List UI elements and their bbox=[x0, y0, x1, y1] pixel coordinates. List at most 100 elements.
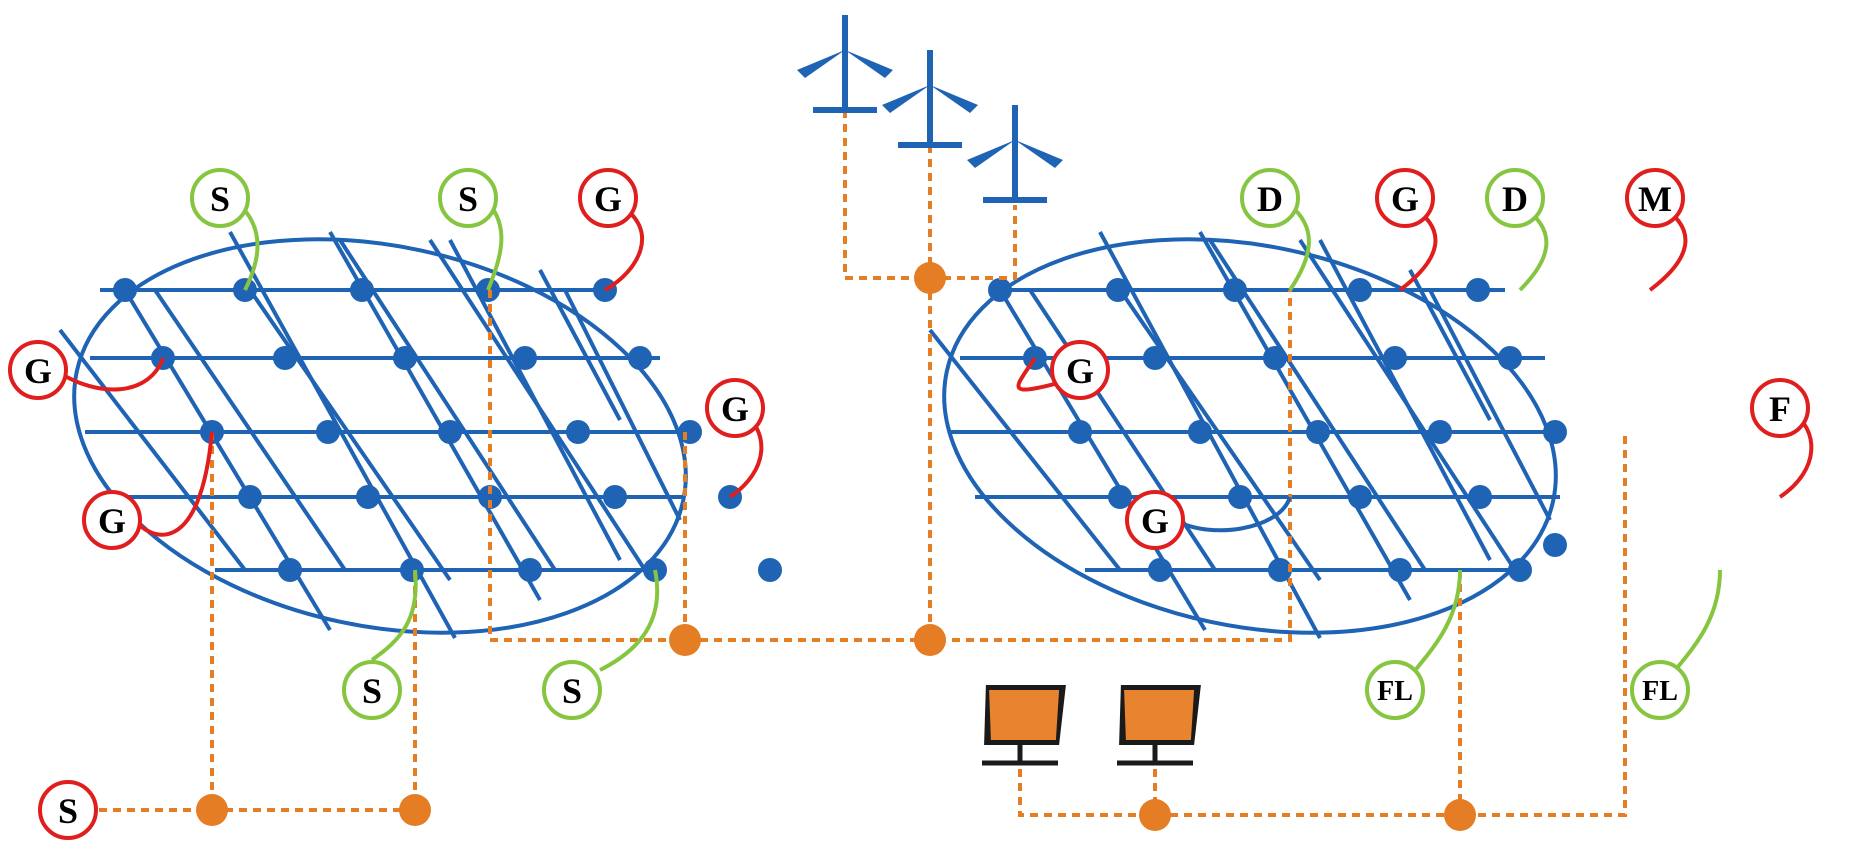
grid-junction bbox=[1388, 558, 1412, 582]
node-label: S bbox=[210, 179, 230, 219]
grid-line bbox=[1298, 238, 1517, 572]
link bbox=[1288, 203, 1311, 292]
node-badge: S bbox=[542, 660, 602, 720]
grid-junction bbox=[393, 346, 417, 370]
node-badge: M bbox=[1625, 168, 1685, 228]
feeder-junctions bbox=[196, 262, 1476, 831]
link bbox=[133, 431, 214, 537]
grid-junction bbox=[1108, 485, 1132, 509]
grid-junction bbox=[518, 558, 542, 582]
node-badge: G bbox=[8, 340, 68, 400]
feeder-junction bbox=[914, 624, 946, 656]
node-label: S bbox=[58, 791, 78, 831]
right-grid-boundary bbox=[942, 237, 1558, 635]
grid-junction bbox=[603, 485, 627, 509]
right-grid-junctions bbox=[988, 278, 1567, 582]
grid-junction bbox=[1143, 346, 1167, 370]
node-label: F bbox=[1769, 389, 1791, 429]
node-labels: S S G G G G S S bbox=[8, 168, 1810, 840]
node-label: D bbox=[1502, 179, 1528, 219]
node-badge: G bbox=[1375, 168, 1435, 228]
grid-junction bbox=[1223, 278, 1247, 302]
node-badge: D bbox=[1240, 168, 1300, 228]
node-badge: S bbox=[190, 168, 250, 228]
grid-line bbox=[1408, 269, 1492, 421]
grid-junction bbox=[238, 485, 262, 509]
grid-junction bbox=[316, 420, 340, 444]
grid-junction bbox=[1148, 558, 1172, 582]
grid-junction bbox=[628, 346, 652, 370]
grid-junction bbox=[1498, 346, 1522, 370]
node-badge: S bbox=[38, 780, 98, 840]
grid-junction bbox=[1466, 278, 1490, 302]
grid-line bbox=[58, 328, 247, 572]
feeder-junction bbox=[914, 262, 946, 294]
node-label: G bbox=[1391, 179, 1419, 219]
grid-line bbox=[123, 288, 332, 632]
grid-junction bbox=[438, 420, 462, 444]
node-links bbox=[53, 203, 1814, 692]
feeder-junction bbox=[1444, 799, 1476, 831]
feeder-junction bbox=[669, 624, 701, 656]
grid-line bbox=[1428, 289, 1552, 521]
feeder-junction bbox=[196, 794, 228, 826]
node-label: G bbox=[24, 351, 52, 391]
grid-junction bbox=[1268, 558, 1292, 582]
node-label: S bbox=[562, 671, 582, 711]
solar-panel-icon bbox=[1117, 685, 1201, 766]
node-badge: F bbox=[1750, 378, 1810, 438]
grid-line bbox=[338, 238, 557, 572]
node-label: FL bbox=[1642, 676, 1678, 707]
grid-junction bbox=[1348, 278, 1372, 302]
grid-junction bbox=[1068, 420, 1092, 444]
node-label: S bbox=[362, 671, 382, 711]
node-badge: D bbox=[1485, 168, 1545, 228]
grid-junction bbox=[278, 558, 302, 582]
grid-junction bbox=[1263, 346, 1287, 370]
grid-junction bbox=[1348, 485, 1372, 509]
node-label: M bbox=[1638, 179, 1672, 219]
node-badge: G bbox=[1050, 340, 1110, 400]
grid-line bbox=[563, 289, 682, 521]
grid-junction bbox=[1508, 558, 1532, 582]
grid-junction bbox=[988, 278, 1012, 302]
node-label: G bbox=[98, 501, 126, 541]
grid-junction bbox=[1306, 420, 1330, 444]
right-grid bbox=[928, 231, 1560, 639]
grid-junction bbox=[1428, 420, 1452, 444]
grid-junction bbox=[678, 420, 702, 444]
node-badge: FL bbox=[1630, 660, 1690, 720]
node-label: FL bbox=[1377, 676, 1413, 707]
grid-junction bbox=[273, 346, 297, 370]
grid-junction bbox=[356, 485, 380, 509]
node-badge: FL bbox=[1365, 660, 1425, 720]
grid-junction bbox=[758, 558, 782, 582]
feeder-right-bottom bbox=[1018, 432, 1627, 817]
link bbox=[1174, 496, 1292, 533]
grid-junction bbox=[1188, 420, 1212, 444]
grid-junction bbox=[1383, 346, 1407, 370]
wind-turbine-icon bbox=[882, 50, 978, 148]
node-badge: G bbox=[705, 378, 765, 438]
wind-turbine-icon bbox=[967, 105, 1063, 203]
grid-junction bbox=[1468, 485, 1492, 509]
link bbox=[53, 357, 165, 392]
node-label: G bbox=[594, 179, 622, 219]
grid-junction bbox=[478, 485, 502, 509]
left-grid bbox=[58, 231, 690, 639]
link bbox=[599, 569, 660, 672]
link bbox=[486, 203, 504, 291]
node-label: G bbox=[721, 389, 749, 429]
node-badge: G bbox=[1125, 490, 1185, 550]
grid-line bbox=[1118, 288, 1322, 582]
node-label: G bbox=[1066, 351, 1094, 391]
grid-junction bbox=[113, 278, 137, 302]
node-badge: G bbox=[82, 490, 142, 550]
node-label: G bbox=[1141, 501, 1169, 541]
solar-panel-icon bbox=[982, 685, 1066, 766]
grid-line bbox=[153, 288, 347, 572]
node-badge: S bbox=[438, 168, 498, 228]
node-label: D bbox=[1257, 179, 1283, 219]
grid-junction bbox=[1543, 533, 1567, 557]
grid-line bbox=[428, 238, 647, 572]
